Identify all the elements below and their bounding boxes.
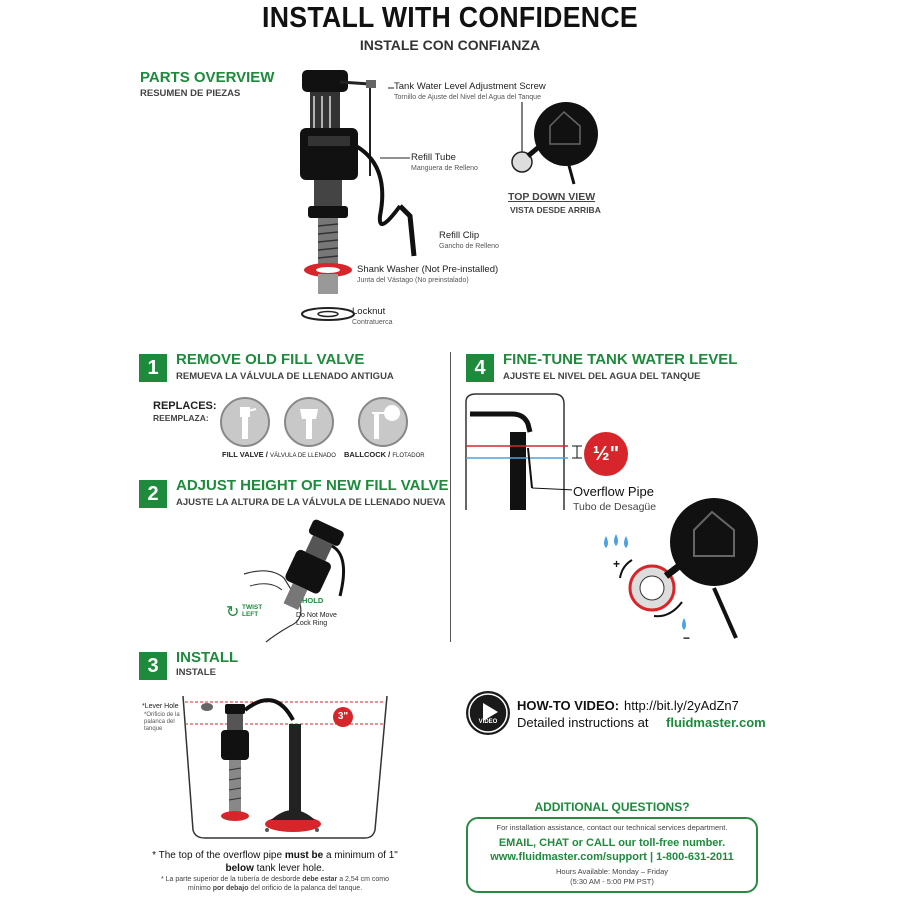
part-sub-refill-clip: Gancho de Relleno bbox=[439, 243, 499, 250]
twist-left-label: TWIST LEFT bbox=[242, 604, 263, 618]
twist-arrow-icon: ↻ bbox=[226, 604, 240, 621]
overflow-pipe-label: Overflow Pipe bbox=[573, 484, 654, 499]
tank-install-illustration bbox=[182, 695, 388, 839]
play-icon bbox=[468, 693, 508, 733]
ballcock-icon bbox=[358, 397, 408, 447]
parts-subheading: RESUMEN DE PIEZAS bbox=[140, 88, 241, 99]
video-url-link[interactable]: http://bit.ly/2yAdZn7 bbox=[624, 698, 739, 713]
hold-label: HOLD bbox=[302, 596, 324, 605]
lever-hole-label: *Lever Hole bbox=[142, 703, 179, 710]
three-inch-badge: 3" bbox=[333, 707, 353, 727]
support-link[interactable]: www.fluidmaster.com/support | 1-800-631-… bbox=[490, 851, 734, 863]
fill-valve-illustration bbox=[300, 70, 417, 321]
leader-lines bbox=[380, 87, 410, 159]
part-sub-shank-washer: Junta del Vástago (No preinstalado) bbox=[357, 277, 469, 284]
step4-subheading: AJUSTE EL NIVEL DEL AGUA DEL TANQUE bbox=[503, 371, 701, 382]
questions-line5: (5:30 AM - 5:00 PM PST) bbox=[570, 877, 654, 886]
fill-valve-icon-1 bbox=[220, 397, 270, 447]
overflow-pipe-label-es: Tubo de Desagüe bbox=[573, 501, 657, 513]
overflow-pipe-closeup bbox=[465, 393, 572, 510]
step1-heading: REMOVE OLD FILL VALVE bbox=[176, 351, 365, 368]
ballcock-caption: BALLCOCK / FLOTADOR bbox=[344, 450, 425, 459]
step1-subheading: REMUEVA LA VÁLVULA DE LLENADO ANTIGUA bbox=[176, 371, 394, 382]
step3-badge: 3 bbox=[139, 652, 167, 680]
step1-badge: 1 bbox=[139, 354, 167, 382]
step3-heading: INSTALL bbox=[176, 649, 239, 666]
part-label-locknut: Locknut bbox=[352, 306, 386, 317]
step2-heading: ADJUST HEIGHT OF NEW FILL VALVE bbox=[176, 477, 449, 494]
part-label-adjust-screw: Tank Water Level Adjustment Screw bbox=[394, 81, 546, 92]
half-inch-bracket bbox=[572, 445, 582, 459]
do-not-move-label: Do Not Move bbox=[296, 612, 337, 619]
step4-heading: FINE-TUNE TANK WATER LEVEL bbox=[503, 351, 738, 368]
part-label-refill-tube: Refill Tube bbox=[411, 152, 456, 163]
video-play-button[interactable]: VIDEO bbox=[466, 691, 510, 735]
adjust-height-illustration bbox=[243, 519, 346, 643]
lever-hole-label-es: *Orificio de la palanca del tanque bbox=[144, 712, 180, 732]
questions-line2: EMAIL, CHAT or CALL our toll-free number… bbox=[498, 837, 726, 849]
questions-line1: For installation assistance, contact our… bbox=[496, 823, 728, 832]
overflow-note-es: * La parte superior de la tubería de des… bbox=[160, 876, 390, 892]
overflow-note: * The top of the overflow pipe must be a… bbox=[152, 850, 398, 874]
top-down-illustration bbox=[511, 102, 598, 185]
fill-valve-icon-2 bbox=[284, 397, 334, 447]
minus-label: − bbox=[683, 631, 691, 645]
half-inch-badge: ½" bbox=[584, 432, 628, 476]
step4-badge: 4 bbox=[466, 354, 494, 382]
fill-valve-caption: FILL VALVE / VÁLVULA DE LLENADO bbox=[222, 450, 336, 459]
part-sub-locknut: Contratuerca bbox=[352, 319, 393, 326]
parts-heading: PARTS OVERVIEW bbox=[140, 69, 275, 86]
part-label-shank-washer: Shank Washer (Not Pre-installed) bbox=[357, 264, 499, 275]
part-label-refill-clip: Refill Clip bbox=[439, 230, 480, 241]
top-down-sub: VISTA DESDE ARRIBA bbox=[510, 205, 601, 215]
part-sub-adjust-screw: Tornillo de Ajuste del Nivel del Agua de… bbox=[394, 94, 541, 101]
video-detail-text: Detailed instructions at bbox=[517, 715, 649, 730]
part-sub-refill-tube: Manguera de Relleno bbox=[411, 165, 478, 172]
page-title: INSTALL WITH CONFIDENCE bbox=[262, 2, 638, 34]
column-divider bbox=[450, 352, 451, 642]
plus-label: + bbox=[613, 557, 621, 571]
step2-subheading: AJUSTE LA ALTURA DE LA VÁLVULA DE LLENAD… bbox=[176, 497, 446, 508]
questions-heading: ADDITIONAL QUESTIONS? bbox=[534, 800, 690, 814]
top-down-label: TOP DOWN VIEW bbox=[508, 191, 596, 203]
questions-box: For installation assistance, contact our… bbox=[466, 817, 758, 893]
replaces-label-es: REEMPLAZA: bbox=[153, 413, 209, 423]
page-subtitle: INSTALE CON CONFIANZA bbox=[359, 37, 541, 53]
step3-subheading: INSTALE bbox=[176, 667, 216, 678]
questions-line4: Hours Available: Monday – Friday bbox=[555, 867, 668, 876]
video-label: HOW-TO VIDEO: bbox=[517, 698, 620, 713]
video-icon-label: VIDEO bbox=[478, 719, 498, 725]
replaces-label: REPLACES: bbox=[153, 400, 217, 412]
water-level-adjust-illustration bbox=[604, 498, 758, 639]
lock-ring-label: Lock Ring bbox=[296, 620, 328, 627]
step2-badge: 2 bbox=[139, 480, 167, 508]
fluidmaster-link[interactable]: fluidmaster.com bbox=[666, 715, 766, 730]
